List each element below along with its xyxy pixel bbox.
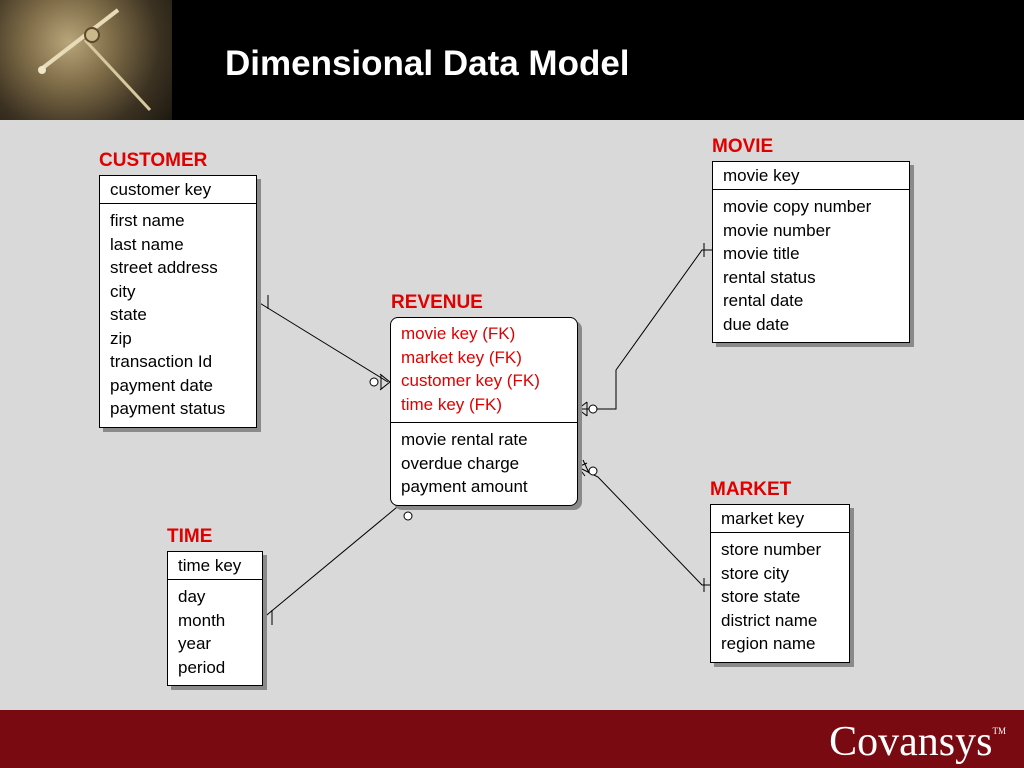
- customer-attributes: first name last name street address city…: [100, 204, 256, 427]
- attribute: city: [110, 281, 136, 301]
- attribute: transaction Id: [110, 352, 213, 371]
- trademark-mark: TM: [992, 726, 1007, 736]
- attribute: movie copy number: [723, 197, 872, 216]
- revenue-attributes: movie rental rate overdue charge payment…: [391, 423, 577, 505]
- attribute: year: [178, 634, 212, 653]
- foreign-key: customer key (FK): [401, 371, 540, 390]
- market-attributes: store number store city store state dist…: [711, 533, 849, 662]
- compass-icon: [38, 8, 152, 112]
- attribute: payment date: [110, 375, 214, 395]
- relationship-lines: [257, 243, 712, 625]
- revenue-entity: movie key (FK) market key (FK) customer …: [390, 317, 578, 506]
- header-bar: Dimensional Data Model: [0, 0, 1024, 120]
- market-entity-label: MARKET: [710, 479, 792, 500]
- attribute: rental status: [723, 267, 816, 287]
- time-key-field: time key: [168, 552, 262, 580]
- revenue-entity-label: REVENUE: [391, 292, 483, 313]
- attribute: day: [178, 587, 206, 606]
- attribute: payment status: [110, 399, 226, 418]
- attribute: street address: [110, 258, 218, 277]
- customer-key-field: customer key: [100, 176, 256, 204]
- attribute: movie rental rate: [401, 430, 528, 449]
- attribute: zip: [110, 328, 132, 348]
- attribute: overdue charge: [401, 453, 520, 473]
- attribute: rental date: [723, 291, 804, 310]
- movie-attributes: movie copy number movie number movie tit…: [713, 190, 909, 342]
- attribute: movie number: [723, 220, 831, 240]
- attribute: region name: [721, 634, 816, 653]
- covansys-logo: CovansysTM: [829, 718, 1006, 766]
- foreign-key: time key (FK): [401, 394, 503, 414]
- movie-entity: movie key movie copy number movie number…: [712, 161, 910, 343]
- diagram-area: CUSTOMER customer key first name last na…: [0, 120, 1024, 710]
- attribute: period: [178, 657, 226, 677]
- relationship-revenue-market: [577, 459, 712, 592]
- revenue-foreign-keys: movie key (FK) market key (FK) customer …: [391, 318, 577, 423]
- attribute: store number: [721, 540, 822, 559]
- attribute: store city: [721, 563, 790, 583]
- attribute: movie title: [723, 244, 800, 263]
- attribute: state: [110, 305, 147, 324]
- attribute: due date: [723, 314, 790, 334]
- page-title: Dimensional Data Model: [225, 44, 630, 83]
- movie-entity-label: MOVIE: [712, 136, 774, 157]
- market-entity: market key store number store city store…: [710, 504, 850, 663]
- market-key-field: market key: [711, 505, 849, 533]
- relationship-movie-revenue: [577, 243, 712, 417]
- attribute: month: [178, 610, 226, 630]
- time-entity-label: TIME: [167, 526, 213, 547]
- compass-photo: [0, 0, 172, 120]
- logo-text: Covansys: [829, 719, 993, 765]
- foreign-key: movie key (FK): [401, 324, 516, 343]
- relationship-customer-revenue: [257, 295, 391, 391]
- attribute: payment amount: [401, 477, 528, 496]
- foreign-key: market key (FK): [401, 347, 522, 367]
- attribute: last name: [110, 234, 184, 254]
- time-attributes: day month year period: [168, 580, 262, 685]
- customer-entity-label: CUSTOMER: [99, 150, 208, 171]
- attribute: first name: [110, 211, 185, 230]
- time-entity: time key day month year period: [167, 551, 263, 686]
- attribute: store state: [721, 587, 801, 606]
- attribute: district name: [721, 610, 818, 630]
- relationship-revenue-time: [261, 497, 415, 625]
- footer-bar: CovansysTM: [0, 710, 1024, 768]
- movie-key-field: movie key: [713, 162, 909, 190]
- customer-entity: customer key first name last name street…: [99, 175, 257, 428]
